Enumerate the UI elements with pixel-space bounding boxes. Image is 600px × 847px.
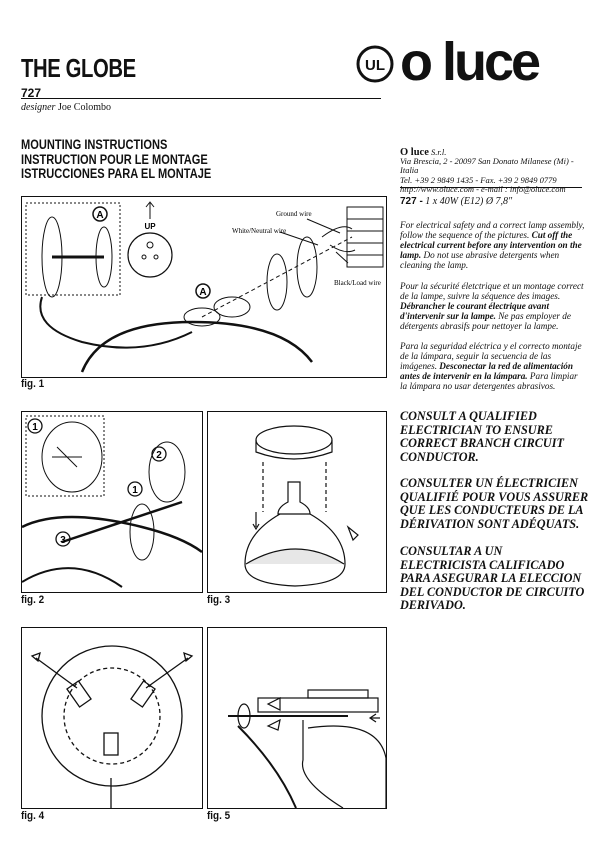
safety-en-3: Do not use abrasive detergents when clea… xyxy=(400,250,560,270)
consult-electrician-fr: CONSULTER UN ÉLECTRICIEN QUALIFIÉ POUR V… xyxy=(400,476,589,531)
safety-fr-3: Ne pas employer de détergents abrasifs p… xyxy=(400,311,571,331)
spec-model: 727 - xyxy=(400,196,423,207)
safety-es-2: Desconectar la red de alimentación antes… xyxy=(400,361,574,381)
company-web: http://www.oluce.com - e-mail : info@olu… xyxy=(400,183,566,194)
instructions-title-en: MOUNTING INSTRUCTIONS xyxy=(21,137,168,152)
company-suffix: S.r.l. xyxy=(431,147,447,157)
figure-3-label: fig. 3 xyxy=(207,594,231,606)
safety-paragraph-en: For electrical safety and a correct lamp… xyxy=(400,220,585,270)
header-divider xyxy=(21,98,381,99)
marker-a-icon xyxy=(92,206,108,222)
figure-1-label: fig. 1 xyxy=(21,378,45,390)
step-3-label: 3 xyxy=(60,535,66,546)
instructions-title-es: ISTRUCCIONES PARA EL MONTAJE xyxy=(21,166,212,181)
figure-5-drawing xyxy=(228,689,386,808)
step-1-label: 1 xyxy=(32,422,38,433)
up-label: UP xyxy=(144,222,156,231)
step-1b-label: 1 xyxy=(132,485,138,496)
figure-1-drawing: A A UP Ground wire White/Neutral wire Bl… xyxy=(25,201,384,373)
load-wire-label: Black/Load wire xyxy=(334,279,381,287)
marker-a2-icon xyxy=(195,283,211,299)
step-2-label: 2 xyxy=(156,450,162,461)
neutral-wire-label: White/Neutral wire xyxy=(232,227,286,235)
designer-name: Joe Colombo xyxy=(57,102,112,113)
instructions-title: MOUNTING INSTRUCTIONS INSTRUCTION POUR L… xyxy=(21,137,212,182)
figure-5 xyxy=(207,627,387,809)
designer-prefix: designer xyxy=(21,102,56,113)
spec-text: 1 x 40W (E12) Ø 7,8" xyxy=(425,196,513,207)
figure-3 xyxy=(207,411,387,593)
figure-4-drawing xyxy=(30,645,194,808)
company-divider xyxy=(400,187,582,188)
figure-2-label: fig. 2 xyxy=(21,594,45,606)
model-number: 727 xyxy=(21,86,42,100)
ul-mark-text: UL xyxy=(365,57,385,74)
ul-mark-icon xyxy=(356,45,394,83)
ground-wire-label: Ground wire xyxy=(276,210,312,218)
company-info: O luce S.r.l. Via Brescia, 2 - 20097 San… xyxy=(400,147,590,194)
consult-electrician-es: CONSULTAR A UN ELECTRICISTA CALIFICADO P… xyxy=(400,544,585,613)
safety-es-1: Para la seguridad eléctrica y el correct… xyxy=(400,341,582,371)
company-address: Via Brescia, 2 - 20097 San Donato Milane… xyxy=(400,156,574,176)
safety-paragraph-fr: Pour la sécurité életctrique et un monta… xyxy=(400,281,585,331)
brand-wordmark: o luce xyxy=(400,32,540,92)
safety-fr-2: Débrancher le courant électrique avant d… xyxy=(400,301,550,321)
figure-1: A A UP Ground wire White/Neutral wire Bl… xyxy=(21,196,387,378)
figure-4-label: fig. 4 xyxy=(21,810,45,822)
lamp-spec: 727 - 1 x 40W (E12) Ø 7,8" xyxy=(400,196,512,207)
company-name: O luce xyxy=(400,147,429,158)
safety-es-3: Para limpiar la lámpara no usar detergen… xyxy=(400,371,578,391)
figure-5-label: fig. 5 xyxy=(207,810,231,822)
designer-credit: designer Joe Colombo xyxy=(21,102,111,113)
oluce-logo: UL o luce xyxy=(356,32,543,92)
figure-4 xyxy=(21,627,203,809)
safety-en-1: For electrical safety and a correct lamp… xyxy=(400,220,585,240)
safety-fr-1: Pour la sécurité életctrique et un monta… xyxy=(400,281,584,301)
marker-a-label: A xyxy=(96,210,103,221)
instructions-title-fr: INSTRUCTION POUR LE MONTAGE xyxy=(21,151,208,167)
safety-en-2: Cut off the electrical current before an… xyxy=(400,230,582,260)
safety-paragraph-es: Para la seguridad eléctrica y el correct… xyxy=(400,341,585,391)
figure-2: 1 2 1 3 xyxy=(21,411,203,593)
company-phone: Tel. +39 2 9849 1435 - Fax. +39 2 9849 0… xyxy=(400,174,557,185)
consult-electrician-en: CONSULT A QUALIFIED ELECTRICIAN TO ENSUR… xyxy=(400,409,564,464)
figure-2-drawing: 1 2 1 3 xyxy=(22,415,202,588)
figure-3-drawing xyxy=(244,425,359,587)
marker-a2-label: A xyxy=(199,287,206,298)
product-title: THE GLOBE xyxy=(21,53,136,83)
